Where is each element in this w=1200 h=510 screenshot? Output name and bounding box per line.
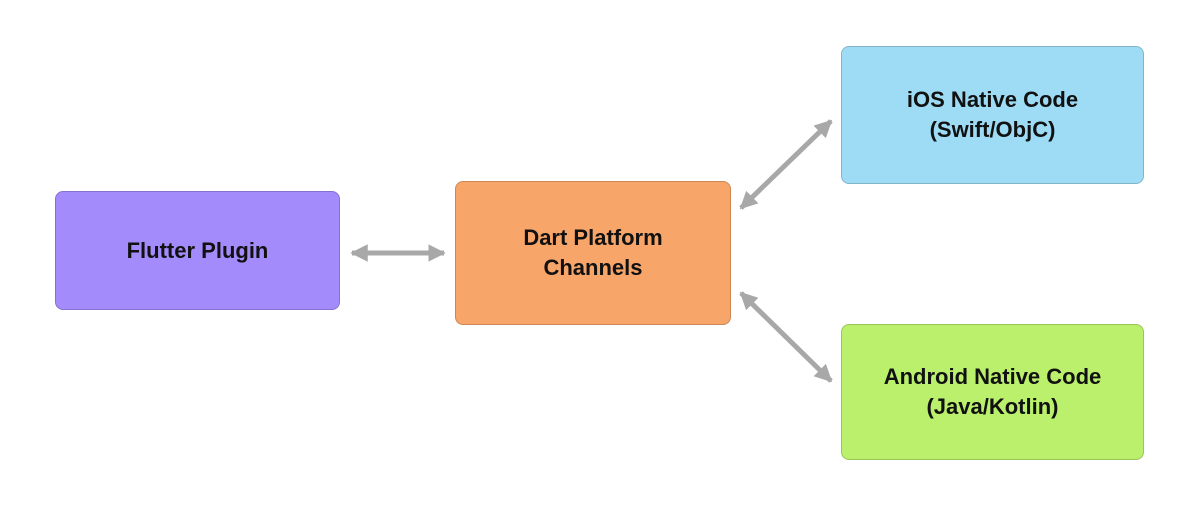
node-flutter-plugin: Flutter Plugin: [55, 191, 340, 310]
node-dart-platform-channels-label: Dart Platform Channels: [523, 225, 663, 280]
node-android-native-code: Android Native Code (Java/Kotlin): [841, 324, 1144, 460]
arrow-dart-ios: [739, 119, 833, 210]
node-flutter-plugin-label: Flutter Plugin: [126, 237, 269, 263]
node-ios-native-code: iOS Native Code (Swift/ObjC): [841, 46, 1144, 184]
node-dart-platform-channels: Dart Platform Channels: [455, 181, 731, 325]
arrow-dart-android: [739, 291, 833, 383]
node-android-native-code-label: Android Native Code (Java/Kotlin): [883, 364, 1102, 419]
node-ios-native-code-label: iOS Native Code (Swift/ObjC): [906, 87, 1079, 142]
